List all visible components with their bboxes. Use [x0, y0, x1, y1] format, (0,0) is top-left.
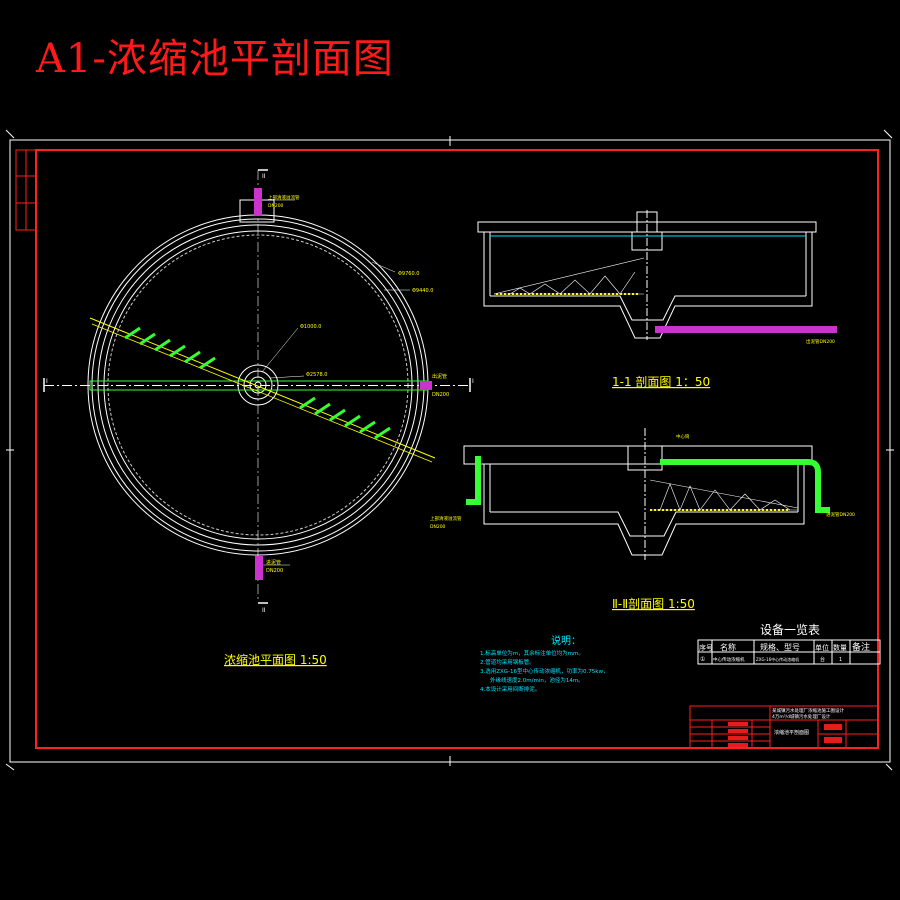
title-block-project: 某城镇污水处理厂浓缩池施工图设计 — [772, 707, 844, 714]
th-5: 备注 — [852, 641, 870, 653]
section-mark-bottom: II — [262, 607, 266, 614]
section2-left-pipe — [466, 456, 481, 505]
equipment-table: 设备一览表 序号 名称 规格、型号 单位 数量 备注 ① 中心传动浓缩机 ZXG… — [697, 622, 881, 665]
th-3: 单位 — [815, 643, 829, 652]
truss-1 — [493, 257, 645, 295]
note-line-2: 2.管道均采用钢板管。 — [480, 658, 535, 666]
section-mark-right: I — [472, 378, 474, 385]
th-0: 序号 — [699, 643, 713, 652]
section-mark-top: II — [262, 173, 266, 180]
top-pipe-size: DN200 — [268, 203, 284, 209]
section1-caption: 1-1 剖面图 1：50 — [612, 375, 710, 389]
bottom-pipe-size: DN200 — [266, 568, 283, 574]
dim-wall: Φ9440.0 — [412, 288, 433, 294]
td-0-4: 1 — [839, 657, 842, 663]
scraper-blades — [124, 326, 391, 440]
section1-pipe-label: 出泥管DN200 — [806, 338, 835, 345]
equipment-table-title: 设备一览表 — [760, 622, 820, 637]
right-pipe — [420, 381, 432, 390]
section2-top-label: 中心筒 — [676, 433, 690, 440]
top-pipe — [254, 188, 262, 216]
right-pipe-label: 出泥管 — [432, 373, 447, 380]
dim-bridge: Φ1000.0 — [300, 324, 321, 330]
section-2-2: 上部清液溢流管 DN200 进泥管DN200 中心筒 Ⅱ-Ⅱ剖面图 1:50 — [430, 428, 855, 611]
th-4: 数量 — [833, 643, 847, 652]
sheet-frame — [5, 129, 894, 771]
td-0-1: 中心传动浓缩机 — [713, 656, 745, 663]
td-0-0: ① — [700, 656, 705, 663]
title-block-drawing-name: 浓缩池平剖面图 — [774, 729, 809, 736]
td-0-2: ZXG-16中心传动浓缩机 — [756, 656, 799, 662]
td-0-3: 台 — [820, 656, 825, 663]
title-block-project2: 4万m³/d城镇污水处理厂设计 — [772, 713, 831, 720]
note-line-5: 4.本设计采用间断排泥。 — [480, 685, 540, 693]
dim-outer: Φ9760.0 — [398, 271, 419, 277]
section2-caption: Ⅱ-Ⅱ剖面图 1:50 — [612, 597, 695, 611]
notes-title: 说明： — [551, 634, 581, 647]
section-mark-left: I — [46, 378, 48, 385]
section2-right-pipe — [660, 459, 830, 513]
bottom-pipe-label: 进泥管 — [266, 559, 281, 566]
note-line-4: 外缘线速度2.0m/min，池径为14m。 — [490, 676, 584, 684]
section2-left-label: 上部清液溢流管 — [430, 515, 462, 522]
th-1: 名称 — [720, 642, 736, 652]
title-block: 某城镇污水处理厂浓缩池施工图设计 4万m³/d城镇污水处理厂设计 浓缩池平剖面图 — [689, 705, 879, 749]
dim-center: Φ2578.0 — [306, 372, 327, 378]
section1-pipe — [655, 326, 837, 333]
plan-view: Φ9760.0 Φ9440.0 Φ1000.0 Φ2578.0 上部清液溢流管 … — [43, 169, 474, 667]
notes: 说明： 1.标高单位为m，其余标注单位均为mm。 2.管道均采用钢板管。 3.选… — [480, 634, 608, 693]
bottom-pipe — [255, 556, 263, 580]
right-pipe-size: DN200 — [432, 392, 449, 398]
th-2: 规格、型号 — [760, 642, 800, 652]
note-line-1: 1.标高单位为m，其余标注单位均为mm。 — [480, 649, 584, 657]
section2-right-label: 进泥管DN200 — [826, 511, 855, 518]
drawing-title: A1-浓缩池平剖面图 — [36, 36, 394, 82]
truss-2 — [649, 479, 799, 511]
section2-left-size: DN200 — [430, 524, 446, 530]
section-1-1: 出泥管DN200 1-1 剖面图 1：50 — [477, 210, 837, 389]
note-line-3: 3.选用ZXG-16型中心传动浓缩机，功率为0.75kw， — [480, 667, 608, 675]
top-pipe-label: 上部清液溢流管 — [268, 194, 300, 201]
plan-caption: 浓缩池平面图 1:50 — [224, 652, 327, 667]
